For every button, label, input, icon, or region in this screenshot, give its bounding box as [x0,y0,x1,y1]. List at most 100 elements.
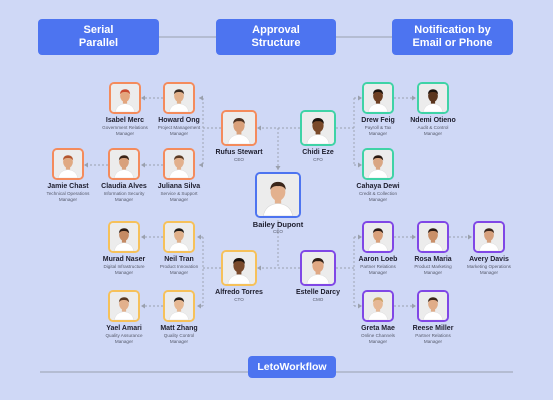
approval-structure-line2: Structure [251,37,301,49]
person-silhouette-icon [223,112,255,144]
arrow-icon [141,303,145,309]
person-role: Manager [114,197,134,202]
person-name: Claudia Alves [101,183,147,190]
arrow-icon [141,162,145,168]
person-name: Cahaya Dewi [356,183,400,190]
person-role: CFO [313,157,323,162]
avatar [163,290,195,322]
person-name: Aaron Loeb [358,256,398,263]
avatar [108,290,140,322]
arrow-icon [468,234,472,240]
avatar [417,221,449,253]
avatar [163,221,195,253]
serial-parallel-line1: Serial [83,24,114,36]
arrow-icon [412,95,416,101]
person-name: Neil Tran [164,256,194,263]
serial-parallel-line2: Parallel [78,37,119,49]
person-role: Manager [114,339,134,344]
person-role: Manager [169,197,189,202]
person-name: Juliana Silva [157,183,201,190]
avatar [417,82,449,114]
person-silhouette-icon [257,174,299,216]
person-role: Marketing Operations [467,264,511,269]
avatar [362,290,394,322]
person-role: Quality Control [163,333,195,338]
arrow-icon [257,265,261,271]
person-role: Information Security [103,191,145,196]
person-name: Alfredo Torres [215,289,263,296]
person-silhouette-icon [419,223,447,251]
person-role: Manager [115,131,135,136]
person-silhouette-icon [110,292,138,320]
person-name: Greta Mae [361,325,395,332]
person-name: Rosa Maria [414,256,452,263]
arrow-icon [412,303,416,309]
person-role: Project Management [157,125,201,130]
person-role: Payroll & Tax [364,125,392,130]
avatar [362,82,394,114]
arrow-icon [358,95,362,101]
arrow-icon [275,166,281,170]
person-silhouette-icon [364,150,392,178]
person-silhouette-icon [223,252,255,284]
person-role: Product Innovation [159,264,199,269]
arrow-icon [84,162,88,168]
notification-line1: Notification by [414,24,491,36]
avatar [255,172,301,218]
avatar [221,250,257,286]
person-name: Bailey Dupont [252,220,304,229]
person-role: Partner Relations [360,264,396,269]
person-name: Estelle Darcy [296,289,340,296]
person-silhouette-icon [165,223,193,251]
person-role: Manager [368,339,388,344]
person-silhouette-icon [364,223,392,251]
person-silhouette-icon [165,292,193,320]
person-silhouette-icon [364,84,392,112]
person-silhouette-icon [364,292,392,320]
person-silhouette-icon [54,150,82,178]
person-name: Reese Miller [412,325,454,332]
person-silhouette-icon [165,150,193,178]
person-silhouette-icon [419,84,447,112]
avatar [109,82,141,114]
avatar [163,148,195,180]
person-silhouette-icon [111,84,139,112]
arrow-icon [257,125,261,131]
person-role: CTO [234,297,244,302]
leto-workflow-button[interactable]: LetoWorkflow [248,356,336,378]
arrow-icon [141,95,145,101]
person-name: Matt Zhang [160,325,198,332]
person-silhouette-icon [302,112,334,144]
avatar [362,148,394,180]
person-name: Chidi Eze [302,149,334,156]
person-role: Government Relations [102,125,148,130]
arrow-icon [358,162,362,168]
person-name: Isabel Merc [105,117,145,124]
